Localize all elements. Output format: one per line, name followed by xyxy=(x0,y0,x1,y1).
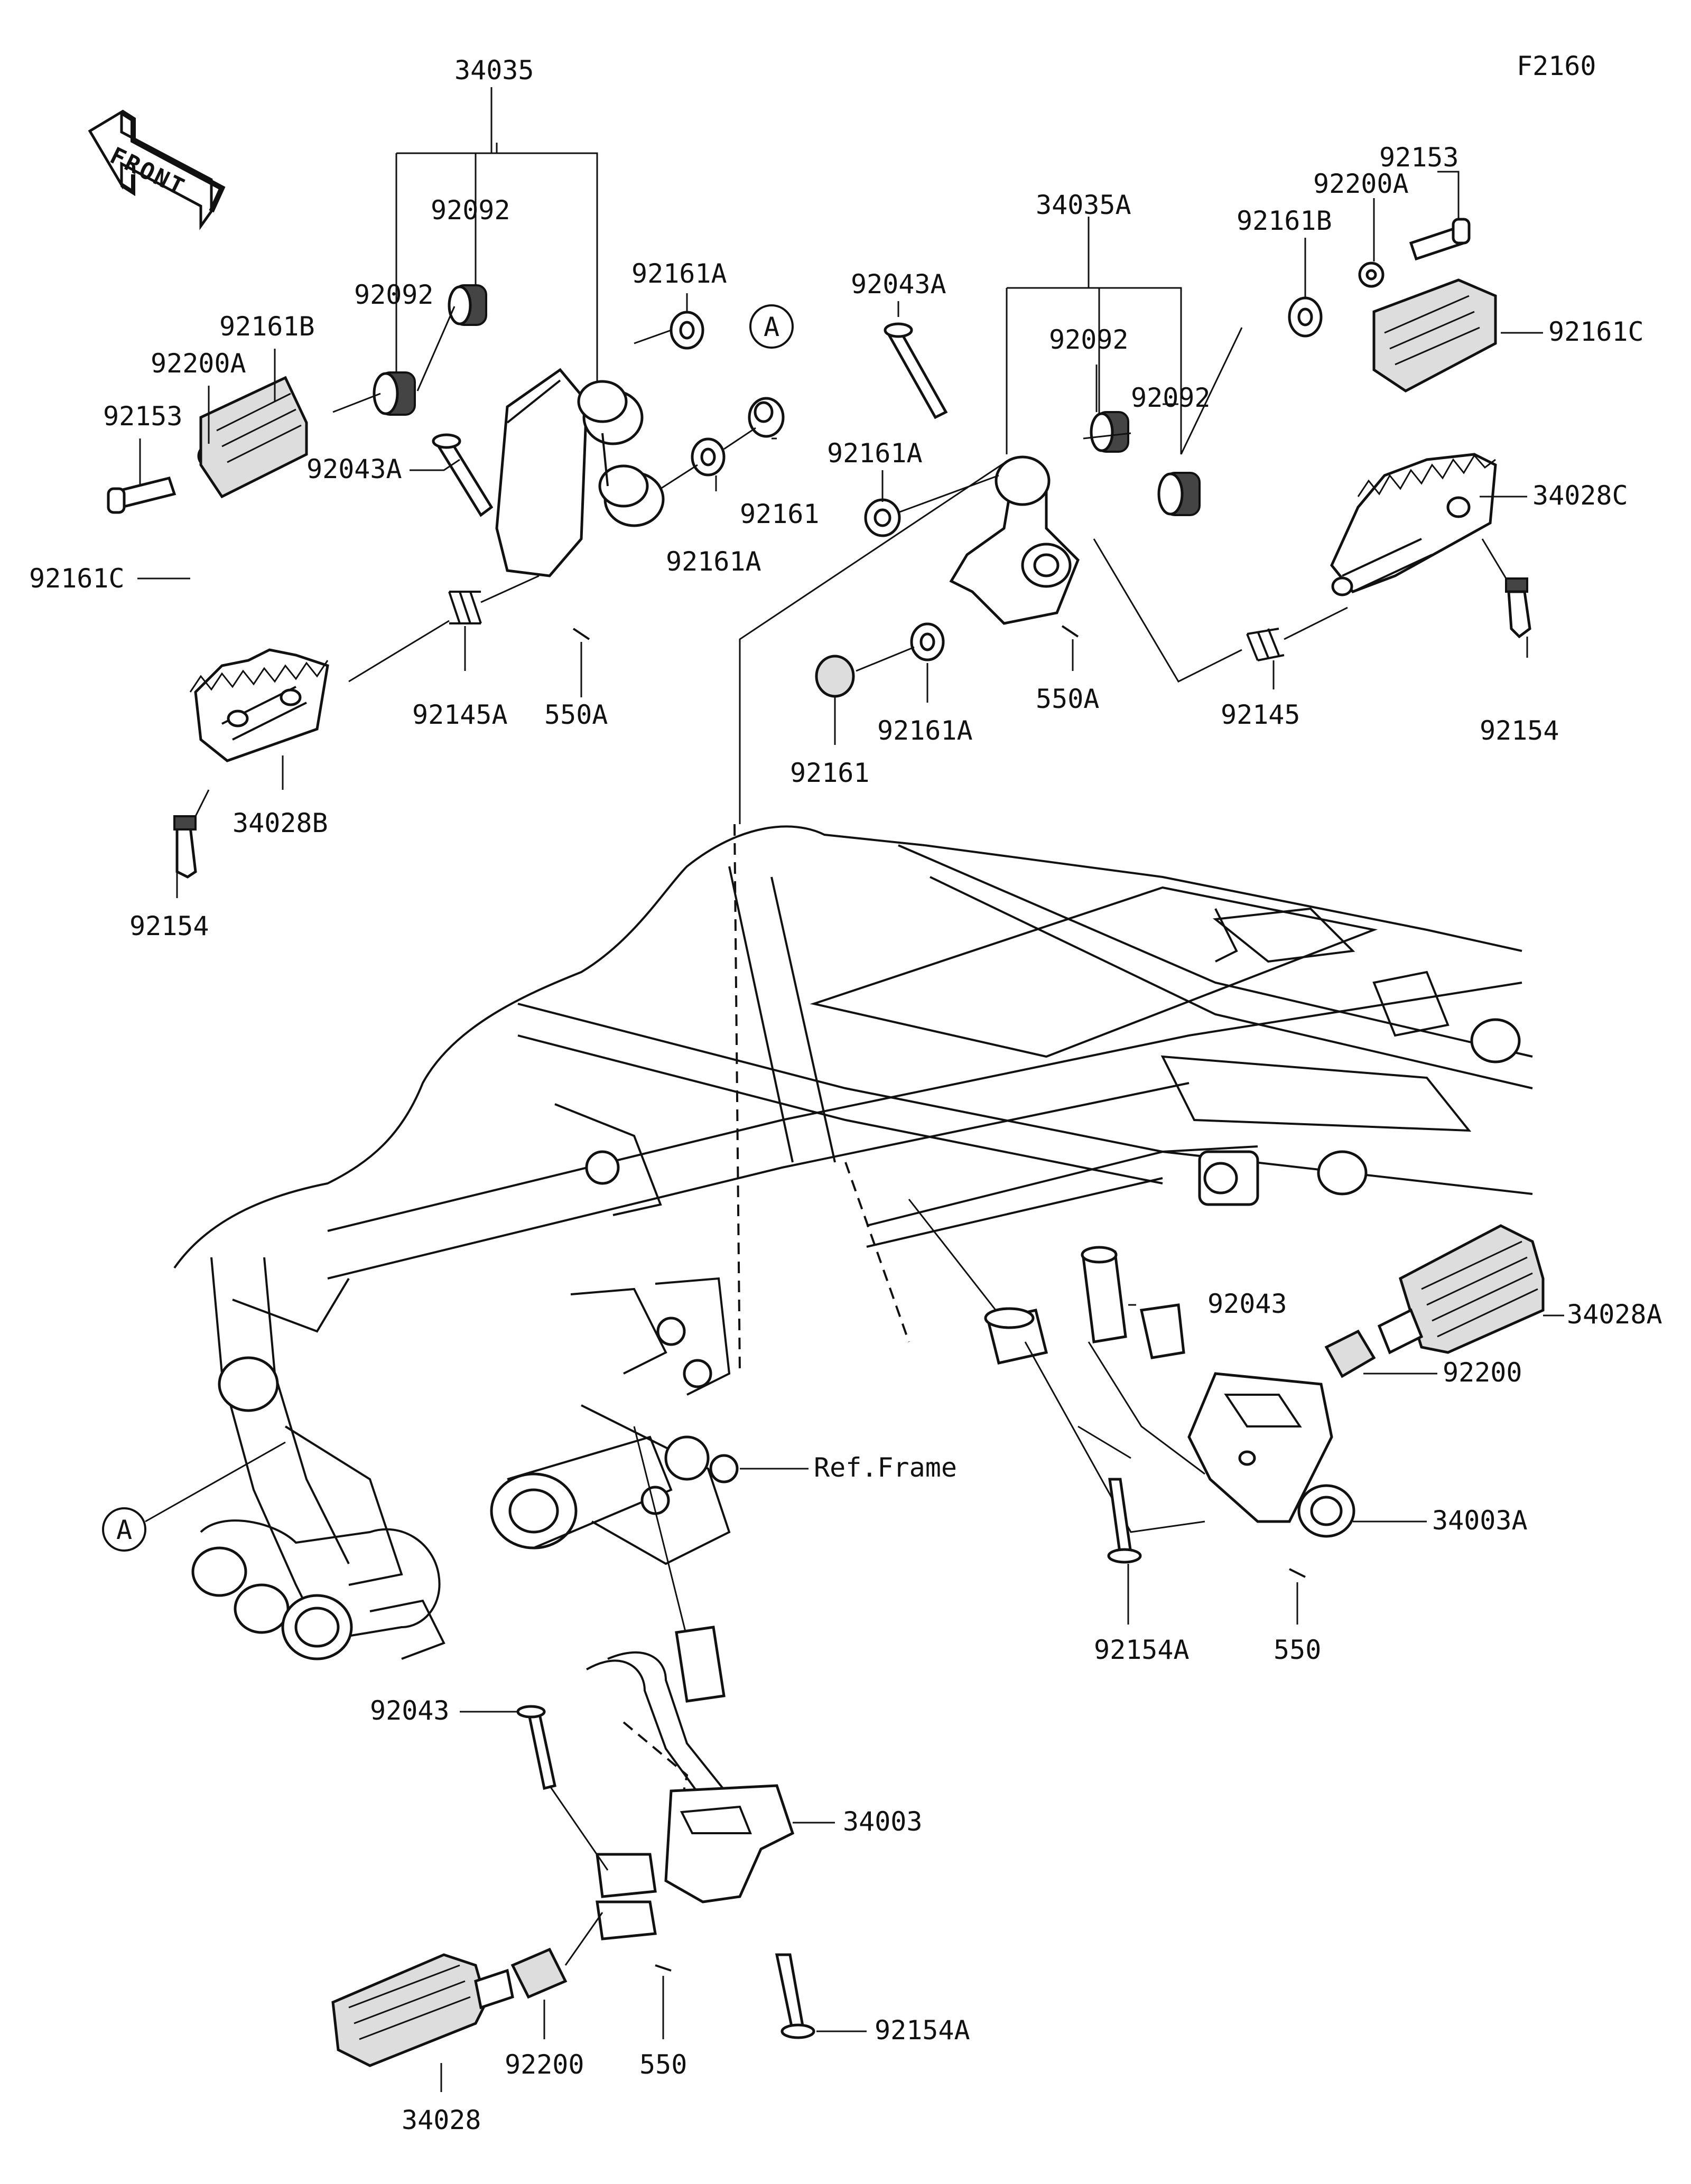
left-footpeg-bracket-assembly xyxy=(107,143,785,683)
front-arrow-icon: FRONT xyxy=(88,109,226,230)
reference-marker-a-bottom-text: A xyxy=(116,1515,132,1545)
label-92043-left: 92043 xyxy=(370,1695,450,1726)
label-92161b-right: 92161B xyxy=(1237,206,1332,236)
label-34003a: 34003A xyxy=(1432,1505,1528,1536)
label-92092-right-top: 92092 xyxy=(1049,324,1129,355)
label-550a-right: 550A xyxy=(1036,684,1099,714)
label-92145: 92145 xyxy=(1221,699,1300,730)
label-92161-mid: 92161 xyxy=(790,758,870,788)
reference-marker-a-bottom: A xyxy=(102,1441,286,1552)
reference-marker-a-top-text: A xyxy=(764,312,779,342)
label-92043a-left: 92043A xyxy=(306,454,402,484)
right-rubber-cover xyxy=(1372,278,1497,393)
label-92161a-upper: 92161A xyxy=(631,258,727,289)
label-92092-right: 92092 xyxy=(1131,382,1211,413)
label-92200a-right: 92200A xyxy=(1313,169,1409,199)
figure-code: F2160 xyxy=(1517,51,1596,81)
left-lower-bracket xyxy=(331,1626,815,2067)
label-92043-right: 92043 xyxy=(1207,1289,1287,1319)
label-550-right: 550 xyxy=(1274,1635,1321,1665)
left-rubber-cover xyxy=(199,376,308,499)
label-92153-right: 92153 xyxy=(1379,142,1459,173)
right-lower-bracket xyxy=(984,1224,1545,1578)
label-34035a: 34035A xyxy=(1036,190,1131,220)
label-92154a-left: 92154A xyxy=(875,2015,970,2046)
label-550a-left: 550A xyxy=(544,699,608,730)
label-92154-right: 92154 xyxy=(1480,715,1559,746)
label-92145a: 92145A xyxy=(412,699,508,730)
label-34028: 34028 xyxy=(402,2105,481,2135)
leader-lines xyxy=(137,87,1564,2092)
label-92161b-left: 92161B xyxy=(219,311,315,342)
label-92161a-mid-lower: 92161A xyxy=(877,715,973,746)
label-92200-right: 92200 xyxy=(1443,1357,1522,1388)
reference-marker-a-top: A xyxy=(749,304,794,349)
label-92154a-right: 92154A xyxy=(1094,1635,1190,1665)
label-92161a-lower: 92161A xyxy=(666,546,761,577)
label-92161-left: 92161 xyxy=(740,499,820,529)
label-92161c-left: 92161C xyxy=(29,563,125,594)
label-92092-top: 92092 xyxy=(431,195,510,226)
label-92161a-mid: 92161A xyxy=(827,438,923,469)
left-serrated-footpeg xyxy=(189,648,329,762)
label-550-left: 550 xyxy=(639,2049,687,2080)
label-92092-left: 92092 xyxy=(354,279,434,310)
label-92154-left: 92154 xyxy=(129,911,209,941)
right-serrated-footpeg xyxy=(1330,453,1497,596)
label-92153-left: 92153 xyxy=(103,401,183,432)
label-34028b: 34028B xyxy=(233,808,328,838)
left-clevis-pin xyxy=(173,789,210,879)
label-92043a-right: 92043A xyxy=(851,269,946,300)
right-footpeg-bracket-assembly xyxy=(815,218,1471,698)
label-34035: 34035 xyxy=(454,55,534,86)
right-clevis-pin xyxy=(1481,538,1531,639)
label-34028a: 34028A xyxy=(1567,1299,1662,1330)
label-ref-frame: Ref.Frame xyxy=(814,1452,957,1483)
motorcycle-frame xyxy=(173,825,1533,1660)
label-92161c-right: 92161C xyxy=(1548,316,1644,347)
label-92200a-left: 92200A xyxy=(151,348,246,379)
part-labels: 34035 92092 92092 92161B 92200A 92153 92… xyxy=(29,55,1662,2135)
label-92200-left: 92200 xyxy=(505,2049,584,2080)
label-34003: 34003 xyxy=(843,1806,923,1837)
label-34028c: 34028C xyxy=(1532,480,1628,511)
